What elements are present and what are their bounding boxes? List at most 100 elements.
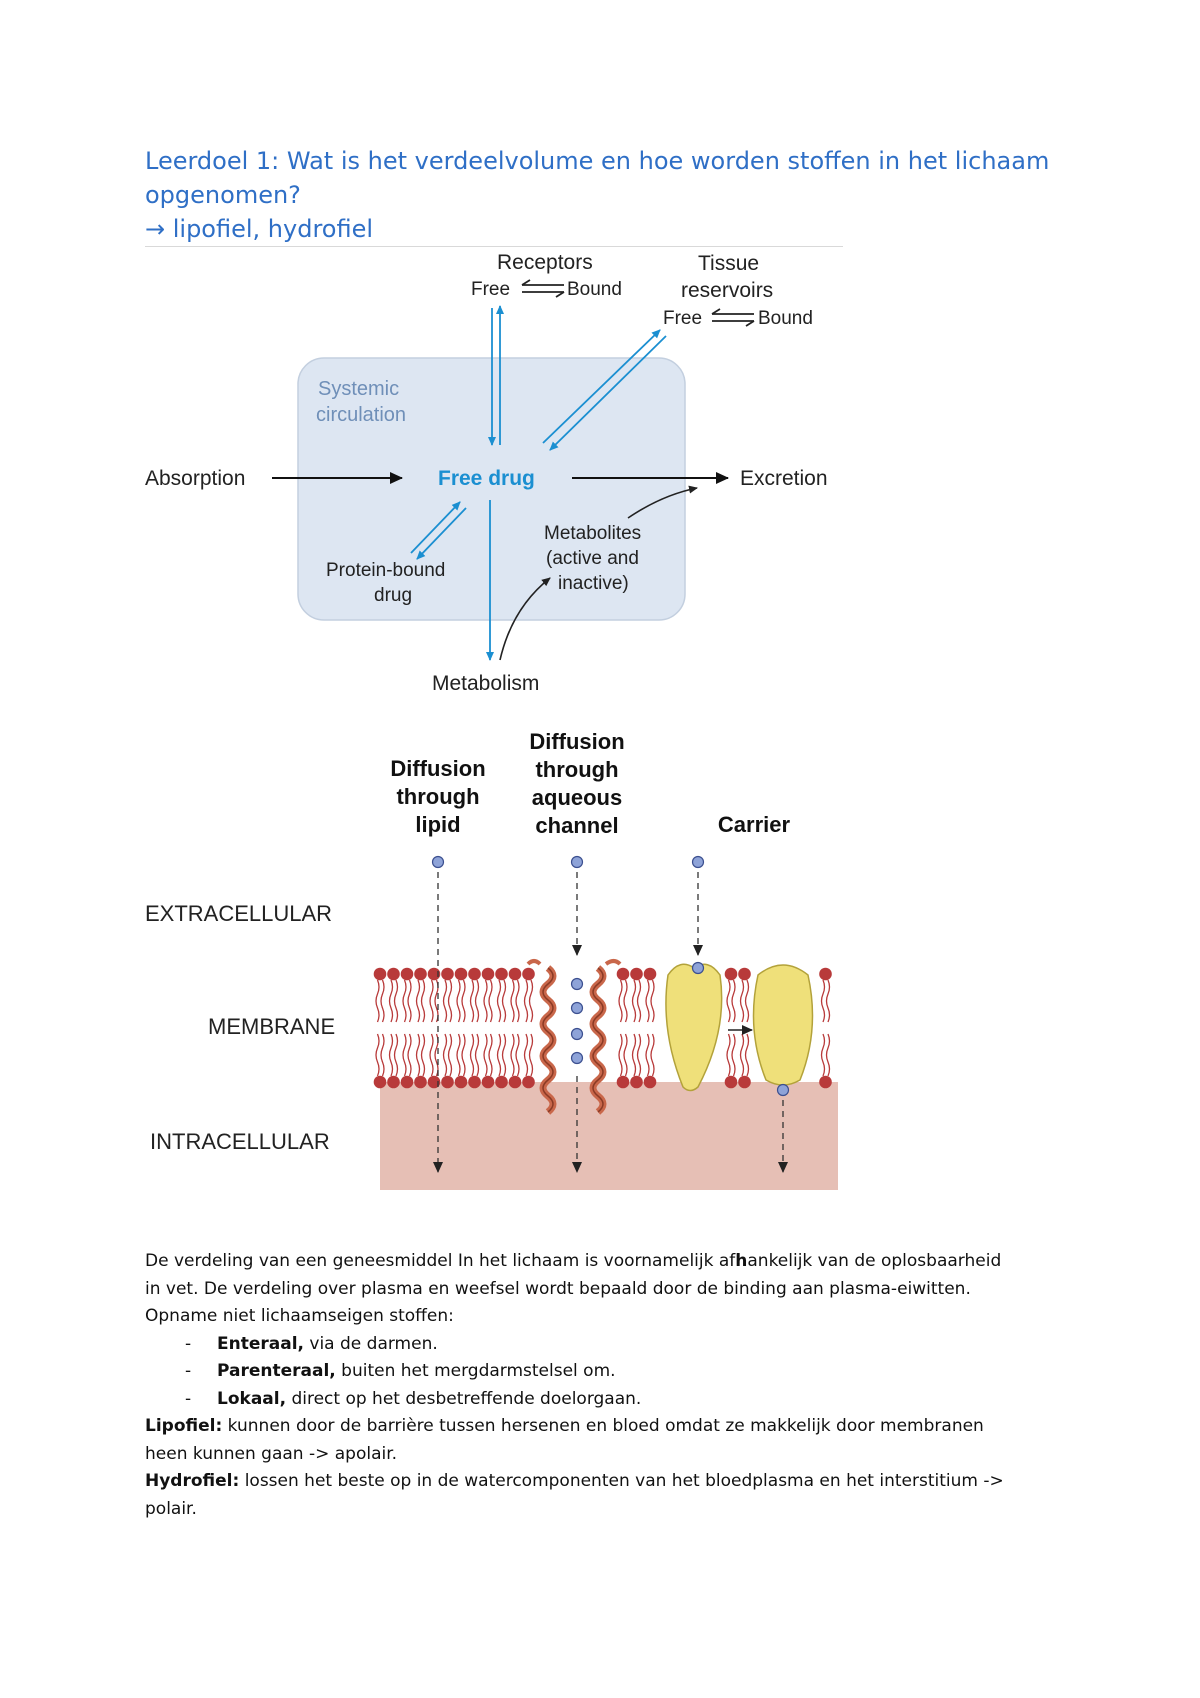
phospholipid-head bbox=[819, 967, 832, 981]
intracellular-region bbox=[380, 1082, 838, 1190]
absorption-label: Absorption bbox=[145, 467, 245, 490]
phospholipid-tail bbox=[731, 979, 736, 1023]
list-item: -Parenteraal, buiten het mergdarmstelsel… bbox=[145, 1358, 1075, 1386]
receptors-label: Receptors bbox=[497, 251, 593, 274]
phospholipid-tail bbox=[380, 979, 385, 1023]
phospholipid-tail bbox=[726, 1033, 731, 1077]
phospholipid-head bbox=[495, 1075, 508, 1089]
metabolism-to-metabolites-arrow bbox=[499, 577, 551, 661]
channel-molecules bbox=[570, 977, 584, 1065]
phospholipid-head bbox=[441, 967, 454, 981]
lipofiel-text: kunnen door de barrière tussen hersenen … bbox=[222, 1416, 984, 1436]
list-term: Parenteraal, bbox=[217, 1361, 336, 1381]
aqueous-channel bbox=[526, 959, 622, 1115]
heading-divider bbox=[145, 246, 843, 247]
phospholipid-tail bbox=[510, 1033, 515, 1077]
tissue-bound-label: Bound bbox=[758, 308, 813, 329]
lipid-diffusion-path bbox=[431, 855, 445, 1173]
phospholipid-head bbox=[522, 1075, 535, 1089]
paragraph-1-text-a: De verdeling van een geneesmiddel In het… bbox=[145, 1251, 736, 1271]
phospholipid-tail bbox=[429, 1033, 434, 1077]
metabolites-label-3: inactive) bbox=[558, 573, 629, 594]
channel-title-4: channel bbox=[535, 813, 618, 838]
systemic-label-1: Systemic bbox=[318, 378, 399, 400]
phospholipid-head bbox=[468, 967, 481, 981]
phospholipid-tail bbox=[645, 1033, 650, 1077]
phospholipid-tail bbox=[407, 1033, 412, 1077]
body-text: De verdeling van een geneesmiddel In het… bbox=[145, 1248, 1075, 1523]
phospholipid-tail bbox=[483, 979, 488, 1023]
phospholipid-tail bbox=[415, 979, 421, 1023]
excretion-label: Excretion bbox=[740, 467, 828, 490]
phospholipid-tail bbox=[393, 979, 399, 1023]
paragraph-1-line-1: De verdeling van een geneesmiddel In het… bbox=[145, 1248, 1075, 1276]
tissue-free-label: Free bbox=[663, 308, 702, 329]
hydrofiel-line-1: Hydrofiel: lossen het beste op in de wat… bbox=[145, 1468, 1075, 1496]
phospholipid-head bbox=[387, 1075, 400, 1089]
phospholipid-tail bbox=[407, 979, 412, 1023]
hydrofiel-line-2: polair. bbox=[145, 1498, 197, 1519]
receptor-exchange-arrows bbox=[488, 305, 504, 446]
phospholipid-head bbox=[427, 1075, 441, 1089]
phospholipid-head bbox=[373, 967, 387, 981]
learning-objective-heading: Leerdoel 1: Wat is het verdeelvolume en … bbox=[145, 144, 1049, 246]
phospholipid-head bbox=[508, 1075, 522, 1089]
list-text: buiten het mergdarmstelsel om. bbox=[335, 1361, 616, 1381]
phospholipid-tail bbox=[636, 1033, 642, 1077]
extracellular-label: EXTRACELLULAR bbox=[145, 901, 332, 926]
phospholipid-tail bbox=[618, 979, 623, 1023]
metabolism-label: Metabolism bbox=[432, 672, 539, 695]
phospholipid-tail bbox=[515, 979, 520, 1023]
lipofiel-term: Lipofiel: bbox=[145, 1416, 223, 1436]
phospholipid-tail bbox=[429, 979, 434, 1023]
phospholipid-tail bbox=[650, 1033, 655, 1077]
phospholipid-tail bbox=[820, 979, 826, 1023]
phospholipid-tail bbox=[469, 1033, 475, 1077]
phospholipid-head bbox=[738, 967, 751, 981]
phospholipid-head bbox=[819, 1075, 832, 1089]
phospholipid-tail bbox=[820, 1033, 826, 1077]
metabolites-label-2: (active and bbox=[546, 548, 639, 569]
phospholipid-head bbox=[387, 967, 400, 981]
protein-bound-label-2: drug bbox=[374, 585, 412, 606]
phospholipid-head bbox=[508, 967, 522, 981]
phospholipid-tail bbox=[623, 1033, 628, 1077]
phospholipid-head bbox=[468, 1075, 481, 1089]
protein-bound-label-1: Protein-bound bbox=[326, 560, 445, 581]
phospholipid-tail bbox=[650, 979, 655, 1023]
phospholipid-tail bbox=[631, 1033, 637, 1077]
phospholipid-tail bbox=[461, 1033, 466, 1077]
metabolites-to-excretion-arrow bbox=[627, 485, 698, 519]
tissue-exchange-arrows bbox=[542, 329, 667, 451]
phospholipid-tail bbox=[415, 1033, 421, 1077]
membrane-label: MEMBRANE bbox=[208, 1014, 335, 1039]
metabolites-label-1: Metabolites bbox=[544, 523, 641, 544]
paragraph-1-text-b: h bbox=[735, 1251, 748, 1271]
list-text: via de darmen. bbox=[303, 1333, 438, 1354]
phospholipid-tail bbox=[380, 1033, 385, 1077]
phospholipid-tail bbox=[447, 1033, 453, 1077]
phospholipid-tail bbox=[510, 979, 515, 1023]
phospholipid-tail bbox=[375, 979, 380, 1023]
phospholipid-tail bbox=[456, 1033, 461, 1077]
phospholipid-head bbox=[454, 1075, 468, 1089]
list-term: Lokaal, bbox=[217, 1388, 287, 1409]
list-dash: - bbox=[185, 1388, 192, 1409]
tissue-equilibrium-arrows bbox=[711, 308, 755, 327]
phospholipid-tail bbox=[636, 979, 642, 1023]
systemic-label-2: circulation bbox=[316, 404, 406, 426]
lipid-title-1: Diffusion bbox=[390, 756, 485, 781]
phospholipid-tail bbox=[469, 979, 475, 1023]
phospholipid-tail bbox=[825, 1033, 831, 1077]
lipid-title-2: through bbox=[396, 784, 479, 809]
phospholipid-tail bbox=[393, 1033, 399, 1077]
phospholipid-head bbox=[630, 1075, 643, 1089]
phospholipid-tail bbox=[739, 979, 745, 1023]
phospholipid-head bbox=[643, 967, 657, 981]
phospholipid-tail bbox=[631, 979, 637, 1023]
lipid-bilayer bbox=[373, 967, 832, 1089]
phospholipid-head bbox=[414, 1075, 427, 1089]
phospholipid-tail bbox=[523, 979, 529, 1023]
phospholipid-tail bbox=[488, 979, 493, 1023]
phospholipid-head bbox=[427, 967, 441, 981]
